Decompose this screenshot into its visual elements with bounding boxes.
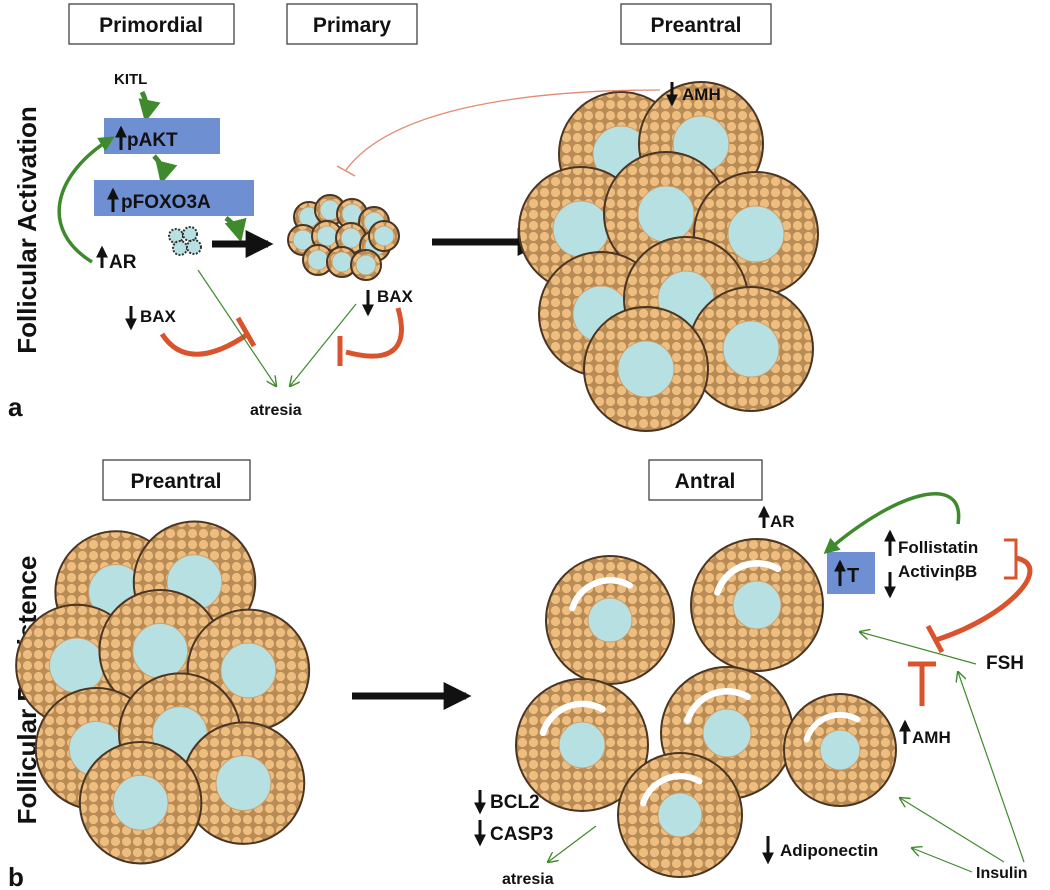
insulin-to-fsh-arrow (958, 672, 1025, 863)
stage-box-primary: Primary (286, 3, 418, 45)
activin-inhibits-fsh-curve (935, 555, 1033, 643)
follistatin-label: Follistatin (898, 538, 978, 557)
ar-label: AR (109, 252, 137, 273)
insulin-label: Insulin (976, 865, 1028, 882)
stage-label-primary: Primary (313, 14, 392, 37)
insulin-to-adiponectin-arrow (912, 848, 973, 873)
stage-label-preantral-b: Preantral (130, 470, 221, 493)
atresia-label-b: atresia (502, 871, 554, 888)
follicle (302, 244, 334, 276)
ar-label-b: AR (770, 512, 795, 531)
bcl2-label: BCL2 (490, 792, 540, 813)
follistatin-to-follicle-arrow (823, 492, 961, 555)
bax-left-label: BAX (140, 307, 177, 326)
follicle (181, 721, 306, 845)
follicle (326, 246, 358, 278)
fsh-to-follicle-arrow (860, 632, 977, 665)
kitl-label: KITL (114, 71, 147, 88)
atresia-label-a: atresia (250, 402, 302, 419)
panel-b: Follicular Persistence b Preantral Antra… (8, 459, 1033, 890)
t-box: T (827, 552, 875, 594)
casp3-label: CASP3 (490, 824, 553, 845)
primary-to-atresia-arrow (290, 303, 357, 386)
panel-a-side-title: Follicular Activation (12, 106, 42, 354)
ar-to-pakt-arrow (57, 136, 115, 264)
preantral-follicles-a (518, 81, 819, 432)
t-label: T (847, 565, 859, 587)
adiponectin-label: Adiponectin (780, 841, 878, 860)
pfoxo3a-label: pFOXO3A (121, 192, 211, 213)
kitl-to-pakt-arrow (138, 90, 161, 123)
fsh-label: FSH (986, 653, 1024, 674)
pakt-to-pfoxo3a-arrow (152, 154, 178, 185)
follicle (583, 306, 709, 432)
panel-a: Follicular Activation a Primordial Prima… (8, 3, 819, 432)
primordial-to-atresia-arrow (197, 269, 276, 386)
activin-label: ActivinβB (898, 562, 977, 581)
pfoxo3a-to-follicle-arrow (224, 216, 247, 243)
amh-label-b: AMH (912, 728, 951, 747)
follicle (335, 222, 367, 254)
follicle (78, 740, 203, 865)
bax-left-inhibit-bar (235, 316, 257, 348)
stage-label-preantral-a: Preantral (650, 14, 741, 37)
bax-right-inhibit-curve (345, 307, 404, 359)
follicle (368, 220, 400, 252)
panel-a-letter: a (8, 392, 23, 422)
pakt-box: pAKT (104, 118, 220, 154)
follicle (350, 249, 382, 281)
follicle (690, 538, 824, 672)
antral-follicles (515, 538, 897, 878)
amh-label-a: AMH (682, 85, 721, 104)
follicle (688, 286, 814, 412)
follicle (783, 693, 897, 807)
bax-left-inhibit-curve (159, 331, 250, 357)
preantral-follicles-b (15, 520, 311, 865)
insulin-to-follicle-arrow (900, 798, 1005, 863)
activin-inhibit-bar (925, 624, 945, 654)
pakt-label: pAKT (127, 130, 178, 151)
stage-box-preantral-a: Preantral (620, 3, 772, 45)
bax-right-label: BAX (377, 287, 414, 306)
primordial-follicles (168, 226, 202, 256)
follicle (515, 678, 649, 812)
panel-b-letter: b (8, 862, 24, 890)
stage-box-preantral-b: Preantral (102, 459, 251, 501)
stage-box-primordial: Primordial (68, 3, 235, 45)
stage-box-antral: Antral (648, 459, 763, 501)
pfoxo3a-box: pFOXO3A (94, 180, 254, 216)
activin-bracket (1004, 538, 1018, 580)
primary-follicles (287, 194, 400, 281)
follicle (545, 555, 675, 685)
stage-label-primordial: Primordial (99, 14, 203, 37)
amh-inhibit-bar (336, 165, 356, 177)
follicle-to-atresia-arrow (548, 825, 597, 862)
amh-inhibits-primary-line (345, 89, 661, 171)
stage-label-antral: Antral (675, 470, 736, 493)
follicle (617, 752, 743, 878)
